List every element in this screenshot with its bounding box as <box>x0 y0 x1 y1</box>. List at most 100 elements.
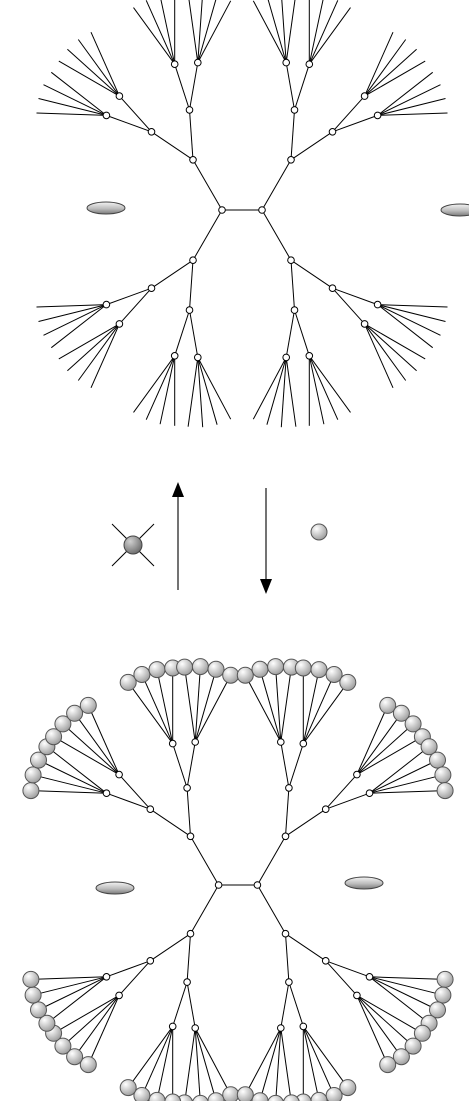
branch-node <box>300 740 307 747</box>
branch-node <box>215 882 222 889</box>
branch-node <box>116 321 123 328</box>
bond-line <box>303 1026 331 1088</box>
branch-node <box>184 785 191 792</box>
branch-node <box>322 958 329 965</box>
branch-node <box>186 107 193 114</box>
bond-line <box>303 682 331 744</box>
branch-node <box>306 61 313 68</box>
bond-line <box>46 977 107 1007</box>
bond-line <box>195 1028 200 1096</box>
branch-node <box>171 61 178 68</box>
terminal-sphere <box>31 1002 47 1018</box>
bond-line <box>188 0 198 63</box>
branch-node <box>278 739 285 746</box>
bond-line <box>286 788 289 836</box>
bond-line <box>79 720 119 775</box>
branch-node <box>171 353 178 360</box>
bond-line <box>262 160 291 210</box>
bond-line <box>173 744 187 788</box>
terminal-sphere <box>252 661 268 677</box>
branch-node <box>283 59 290 66</box>
bond-line <box>262 210 291 260</box>
terminal-sphere <box>25 767 41 783</box>
bond-line <box>69 729 120 775</box>
branch-node <box>282 833 289 840</box>
branch-node <box>354 992 361 999</box>
terminal-sphere <box>208 1093 224 1101</box>
guest-molecule <box>87 202 125 214</box>
bond-line <box>186 1028 196 1095</box>
guest-molecule <box>96 882 134 894</box>
branch-node <box>190 157 197 164</box>
bond-line <box>198 357 203 427</box>
terminal-sphere <box>165 1094 181 1101</box>
bond-line <box>295 310 310 356</box>
bond-line <box>378 305 441 336</box>
terminal-sphere <box>80 697 96 713</box>
branch-node <box>116 771 123 778</box>
terminal-sphere <box>237 667 253 683</box>
branch-node <box>366 974 373 981</box>
terminal-sphere <box>223 1087 239 1101</box>
bond-line <box>145 1026 173 1088</box>
bond-line <box>281 675 291 742</box>
terminal-sphere <box>435 767 451 783</box>
bond-line <box>91 32 119 96</box>
bond-line <box>67 49 119 96</box>
bond-line <box>281 982 289 1028</box>
bond-line <box>146 0 175 64</box>
terminal-sphere <box>134 667 150 683</box>
bond-line <box>291 110 295 160</box>
branch-node <box>322 806 329 813</box>
removed-sphere-icon <box>112 524 154 566</box>
bond-line <box>286 63 294 110</box>
bond-line <box>191 836 219 885</box>
terminal-sphere <box>283 1095 299 1101</box>
arrowhead-up-icon <box>172 482 184 497</box>
bond-line <box>44 305 107 336</box>
branch-node <box>169 1023 176 1030</box>
bond-line <box>59 61 120 96</box>
branch-node <box>282 930 289 937</box>
bond-line <box>357 729 408 775</box>
terminal-sphere <box>430 752 446 768</box>
bond-line <box>188 357 198 426</box>
bond-line <box>92 713 120 775</box>
terminal-sphere <box>25 987 41 1003</box>
branch-node <box>186 307 193 314</box>
bond-line <box>267 357 286 424</box>
bond-line <box>145 682 173 744</box>
bond-line <box>365 61 426 96</box>
branch-node <box>195 354 202 361</box>
terminal-sphere <box>268 1095 284 1101</box>
bond-line <box>253 357 286 419</box>
bond-line <box>281 1028 291 1095</box>
bond-line <box>378 85 441 116</box>
bond-line <box>195 674 200 742</box>
branch-node <box>283 354 290 361</box>
terminal-sphere <box>149 1092 165 1101</box>
branch-node <box>192 1025 199 1032</box>
branch-node <box>103 112 110 119</box>
bond-line <box>378 305 448 307</box>
bond-line <box>286 357 296 426</box>
terminal-sphere <box>177 659 193 675</box>
added-sphere-icon <box>311 524 327 540</box>
bond-line <box>370 977 431 1007</box>
bond-line <box>357 995 416 1029</box>
bond-line <box>289 744 303 788</box>
terminal-sphere <box>23 783 39 799</box>
bond-line <box>152 260 194 288</box>
terminal-sphere <box>120 1080 136 1096</box>
bond-line <box>59 324 120 359</box>
branch-node <box>184 979 191 986</box>
branch-node <box>286 785 293 792</box>
terminal-sphere <box>326 1088 342 1101</box>
bond-line <box>357 720 397 775</box>
bond-line <box>357 995 385 1057</box>
bond-line <box>365 324 426 359</box>
reverse-reaction-arrow <box>260 488 272 594</box>
bond-line <box>146 356 175 420</box>
bond-line <box>187 788 190 836</box>
